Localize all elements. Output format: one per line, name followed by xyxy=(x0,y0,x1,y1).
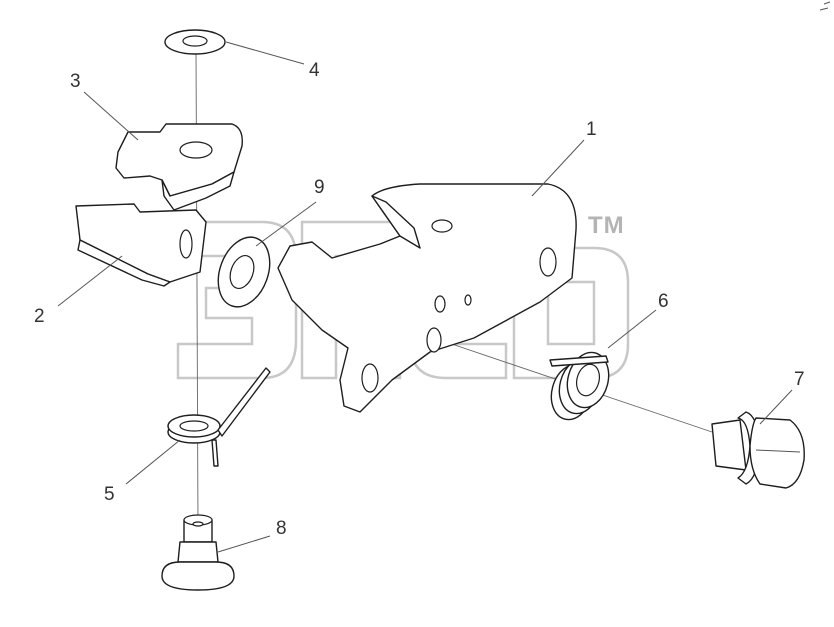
part-6-torsion-spring xyxy=(549,351,610,421)
callout-2: 2 xyxy=(34,306,45,327)
leader-7 xyxy=(759,389,793,425)
callout-9: 9 xyxy=(314,177,325,198)
part-3-latch-plate xyxy=(115,123,243,211)
leader-lines xyxy=(57,41,793,553)
leader-5 xyxy=(125,439,181,485)
part-9-washer xyxy=(217,236,271,308)
part-7-bolt xyxy=(711,411,805,489)
leader-8 xyxy=(217,535,271,553)
part-2-lever-block xyxy=(75,203,207,287)
leader-2 xyxy=(57,255,123,307)
leader-9 xyxy=(255,201,317,247)
part-4-washer xyxy=(164,29,226,55)
callout-8: 8 xyxy=(276,518,287,539)
corner-mark xyxy=(819,1,831,11)
part-5-coil-spring xyxy=(167,367,271,467)
callout-1: 1 xyxy=(586,119,597,140)
part-8-pin xyxy=(161,514,235,591)
leader-1 xyxy=(531,139,585,197)
part-1-bracket xyxy=(277,183,577,413)
callout-7: 7 xyxy=(794,369,805,390)
leader-6 xyxy=(607,309,657,349)
leader-3 xyxy=(83,91,139,141)
vertical-axis-line xyxy=(195,47,199,529)
callout-4: 4 xyxy=(309,60,320,81)
callout-5: 5 xyxy=(104,484,115,505)
watermark-tm: TM xyxy=(588,212,625,239)
leader-4 xyxy=(225,41,305,65)
callout-6: 6 xyxy=(658,291,669,312)
callout-3: 3 xyxy=(70,71,81,92)
